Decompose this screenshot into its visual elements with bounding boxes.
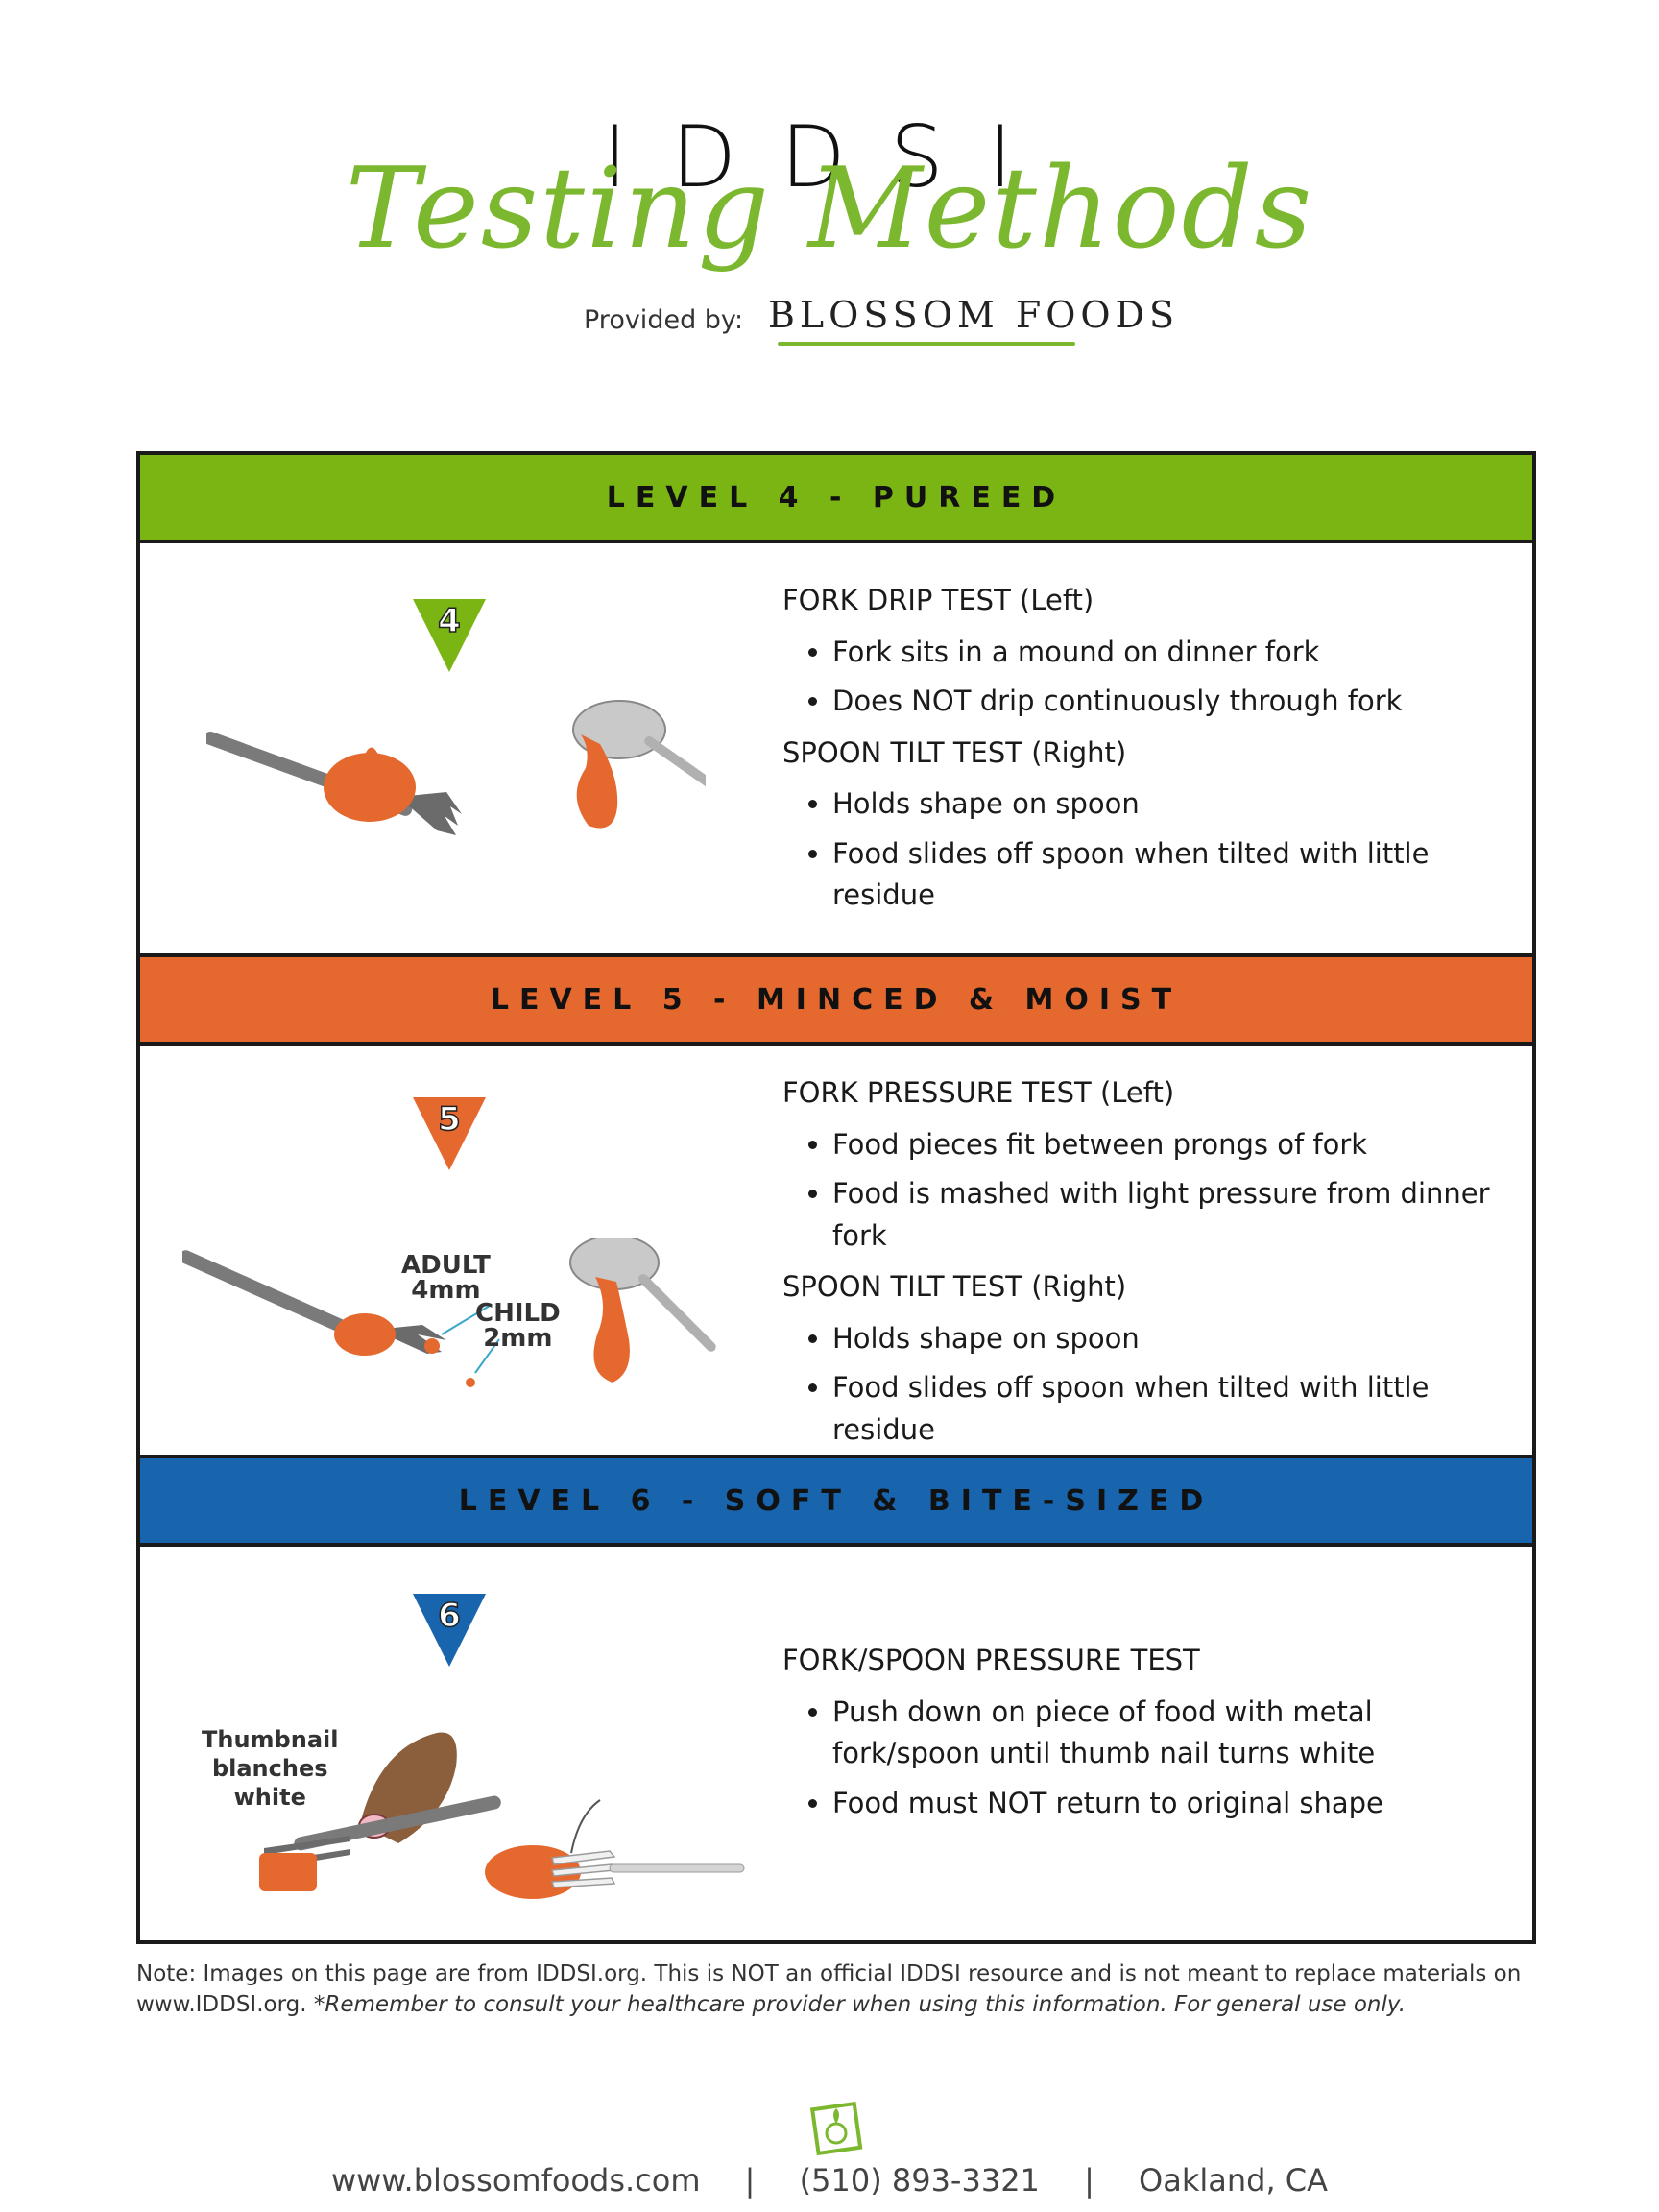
footer-separator: | xyxy=(744,2162,756,2199)
level-5-test-2-heading: SPOON TILT TEST (Right) xyxy=(782,1270,1127,1303)
level-4-test-2-heading: SPOON TILT TEST (Right) xyxy=(782,735,1127,769)
footer-phone: (510) 893-3321 xyxy=(799,2162,1040,2199)
list-item: Food must NOT return to original shape xyxy=(832,1783,1512,1825)
level-6-banner: LEVEL 6 - SOFT & BITE-SIZED xyxy=(136,1455,1536,1547)
brand-underline xyxy=(778,342,1075,346)
level-6-thumb-fork-illustration xyxy=(259,1732,745,1899)
level-4-instructions: FORK DRIP TEST (Left) Fork sits in a mou… xyxy=(782,580,1512,926)
level-5-number: 5 xyxy=(438,1100,461,1139)
level-6-number: 6 xyxy=(438,1597,461,1635)
level-6-triangle-icon: 6 xyxy=(411,1592,488,1669)
page-subtitle: Testing Methods xyxy=(345,144,1314,274)
footer-website-link[interactable]: www.blossomfoods.com xyxy=(330,2162,701,2199)
footer-location: Oakland, CA xyxy=(1139,2162,1329,2199)
list-item: Fork sits in a mound on dinner fork xyxy=(832,632,1512,674)
list-item: Holds shape on spoon xyxy=(832,1318,1512,1360)
adult-size-label: ADULT 4mm xyxy=(401,1251,491,1305)
level-6-instructions: FORK/SPOON PRESSURE TEST Push down on pi… xyxy=(782,1640,1512,1834)
list-item: Holds shape on spoon xyxy=(832,783,1512,826)
list-item: Food is mashed with light pressure from … xyxy=(832,1173,1512,1257)
blossom-logo-icon xyxy=(809,2101,863,2156)
disclaimer-note: Note: Images on this page are from IDDSI… xyxy=(136,1959,1538,2020)
level-4-fork-spoon-illustration xyxy=(206,700,706,835)
note-italic: *Remember to consult your healthcare pro… xyxy=(313,1992,1407,2018)
thumbnail-callout: Thumbnail blanches white xyxy=(202,1726,339,1811)
level-6-test-1-heading: FORK/SPOON PRESSURE TEST xyxy=(782,1644,1200,1676)
level-5-test-1-heading: FORK PRESSURE TEST (Left) xyxy=(782,1076,1175,1109)
page-title: IDDSI xyxy=(602,108,1057,206)
note-text: Note: Images on this page are from IDDSI… xyxy=(136,1961,1522,2018)
level-5-triangle-icon: 5 xyxy=(411,1095,488,1172)
provided-by-label: Provided by: xyxy=(584,305,744,335)
brand-name: BLOSSOM FOODS xyxy=(768,294,1180,336)
level-4-triangle-icon: 4 xyxy=(411,597,488,674)
child-size-label: CHILD 2mm xyxy=(475,1299,561,1353)
list-item: Push down on piece of food with metal fo… xyxy=(832,1692,1512,1775)
list-item: Food slides off spoon when tilted with l… xyxy=(832,1367,1512,1451)
footer-separator: | xyxy=(1084,2162,1094,2199)
level-5-fork-spoon-illustration xyxy=(182,1238,716,1387)
footer-contact: www.blossomfoods.com | (510) 893-3321 | … xyxy=(0,2162,1659,2199)
level-4-number: 4 xyxy=(438,602,461,640)
level-5-instructions: FORK PRESSURE TEST (Left) Food pieces fi… xyxy=(782,1072,1512,1460)
level-4-test-1-heading: FORK DRIP TEST (Left) xyxy=(782,584,1094,616)
list-item: Does NOT drip continuously through fork xyxy=(832,681,1512,723)
level-5-banner: LEVEL 5 - MINCED & MOIST xyxy=(136,953,1536,1046)
level-4-banner: LEVEL 4 - PUREED xyxy=(136,451,1536,543)
list-item: Food slides off spoon when tilted with l… xyxy=(832,833,1512,917)
list-item: Food pieces fit between prongs of fork xyxy=(832,1124,1512,1166)
